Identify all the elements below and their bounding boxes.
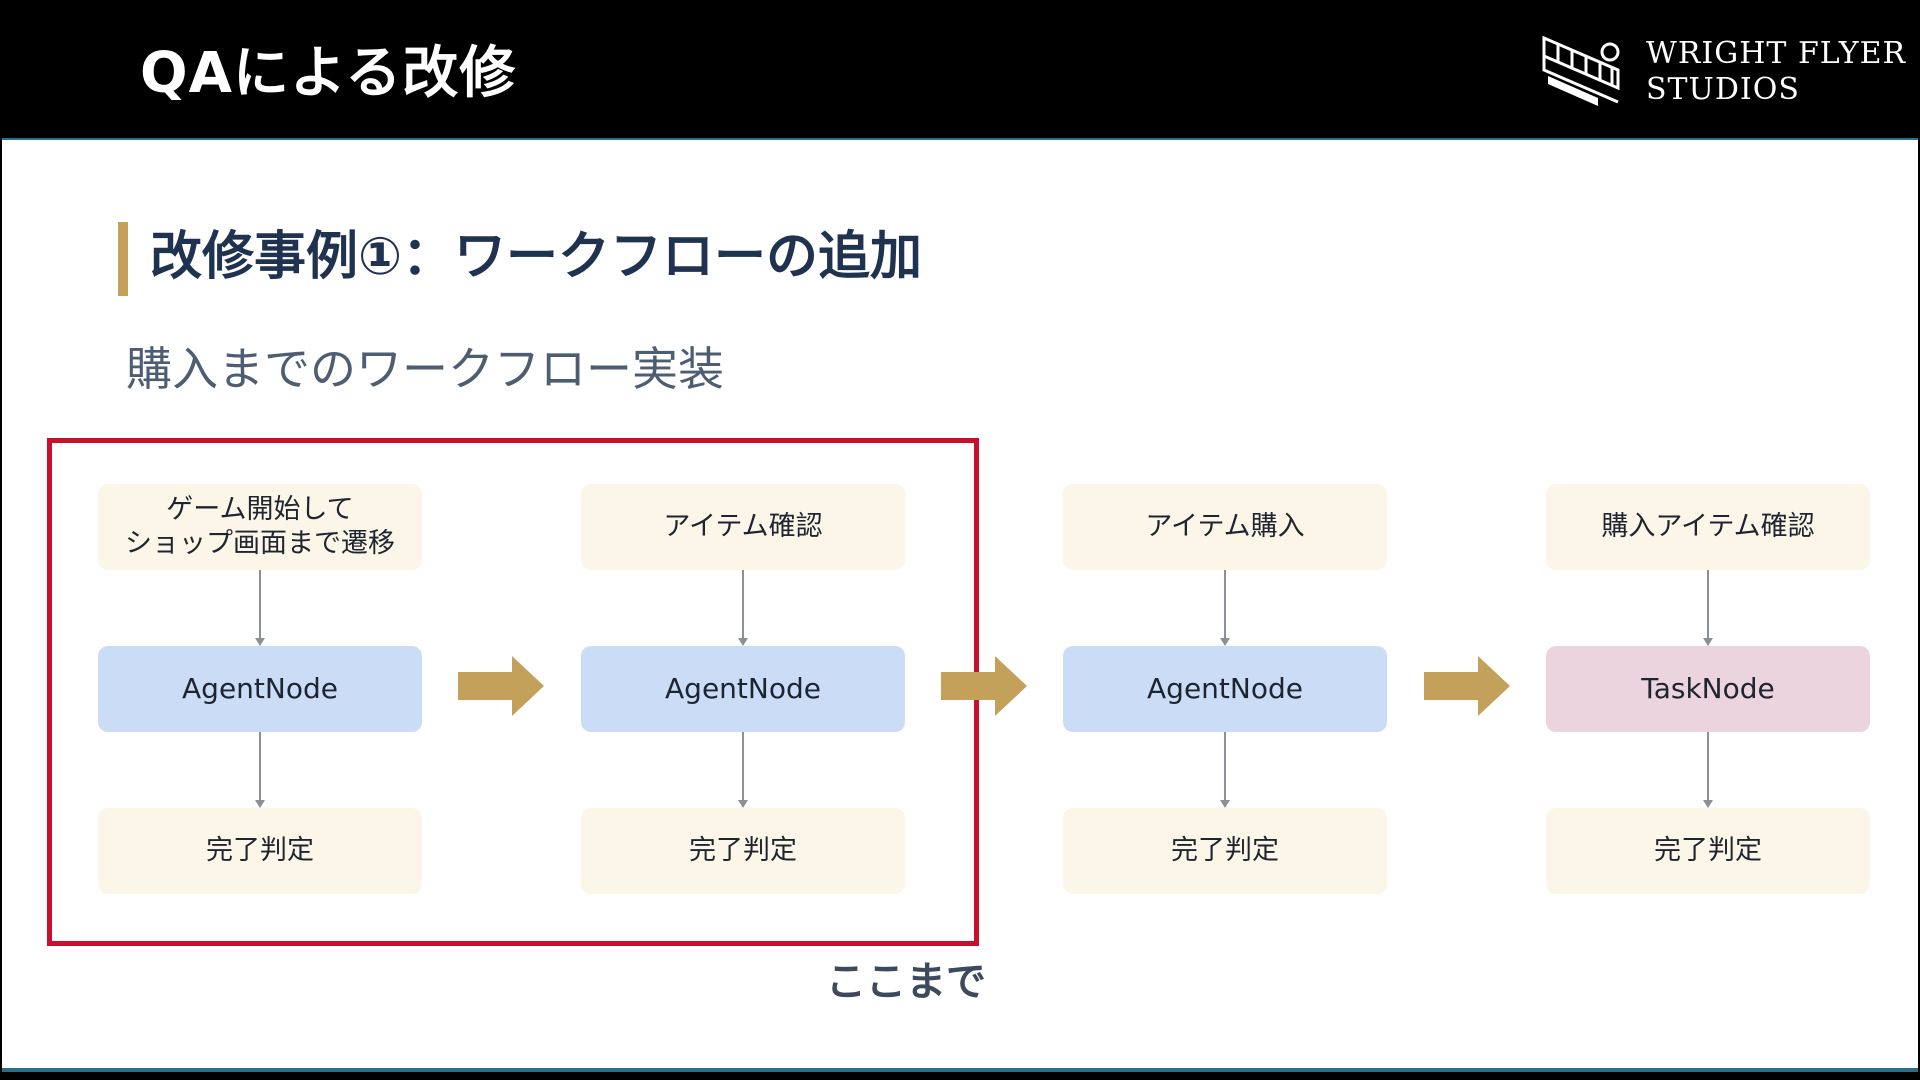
- connector-4b: [1703, 732, 1713, 808]
- step-box-1: ゲーム開始して ショップ画面まで遷移: [98, 484, 422, 570]
- step-label: アイテム確認: [663, 511, 823, 542]
- connector-3a: [1220, 570, 1230, 646]
- step-label: アイテム購入: [1145, 511, 1305, 542]
- header-bar: QAによる改修 WRIGHT FLYER STUDIOS: [0, 0, 1920, 136]
- result-label: 完了判定: [1171, 835, 1279, 866]
- page-title: QAによる改修: [140, 41, 517, 106]
- step-box-2: アイテム確認: [581, 484, 905, 570]
- section-subtitle: 購入までのワークフロー実装: [126, 342, 724, 396]
- step-label: 購入アイテム確認: [1601, 511, 1815, 542]
- flow-arrow-3-icon: [1424, 656, 1510, 716]
- logo-line-1: WRIGHT FLYER: [1646, 36, 1907, 71]
- node-label: AgentNode: [182, 672, 338, 705]
- result-box-2: 完了判定: [581, 808, 905, 894]
- node-box-2: AgentNode: [581, 646, 905, 732]
- node-box-1: AgentNode: [98, 646, 422, 732]
- connector-1b: [255, 732, 265, 808]
- result-label: 完了判定: [689, 835, 797, 866]
- flow-arrow-2-icon: [941, 656, 1027, 716]
- highlight-note: ここまで: [826, 959, 986, 1005]
- result-box-4: 完了判定: [1546, 808, 1870, 894]
- result-box-1: 完了判定: [98, 808, 422, 894]
- node-box-3: AgentNode: [1063, 646, 1387, 732]
- connector-4a: [1703, 570, 1713, 646]
- node-label: AgentNode: [1147, 672, 1303, 705]
- node-label: TaskNode: [1641, 672, 1775, 705]
- node-box-4: TaskNode: [1546, 646, 1870, 732]
- section-title: 改修事例①：ワークフローの追加: [150, 227, 923, 287]
- flow-arrow-1-icon: [458, 656, 544, 716]
- step-label: ゲーム開始して ショップ画面まで遷移: [125, 494, 395, 559]
- result-label: 完了判定: [206, 835, 314, 866]
- step-box-4: 購入アイテム確認: [1546, 484, 1870, 570]
- result-label: 完了判定: [1654, 835, 1762, 866]
- node-label: AgentNode: [665, 672, 821, 705]
- biplane-logo-icon: [1542, 35, 1620, 106]
- slide-body: [2, 138, 1918, 1072]
- result-box-3: 完了判定: [1063, 808, 1387, 894]
- connector-1a: [255, 570, 265, 646]
- logo-wordmark: WRIGHT FLYER STUDIOS: [1646, 36, 1906, 108]
- company-logo: WRIGHT FLYER STUDIOS: [1538, 26, 1905, 112]
- connector-2a: [738, 570, 748, 646]
- connector-2b: [738, 732, 748, 808]
- connector-3b: [1220, 732, 1230, 808]
- step-box-3: アイテム購入: [1063, 484, 1387, 570]
- logo-line-2: STUDIOS: [1646, 72, 1800, 107]
- section-accent-bar: [118, 222, 128, 296]
